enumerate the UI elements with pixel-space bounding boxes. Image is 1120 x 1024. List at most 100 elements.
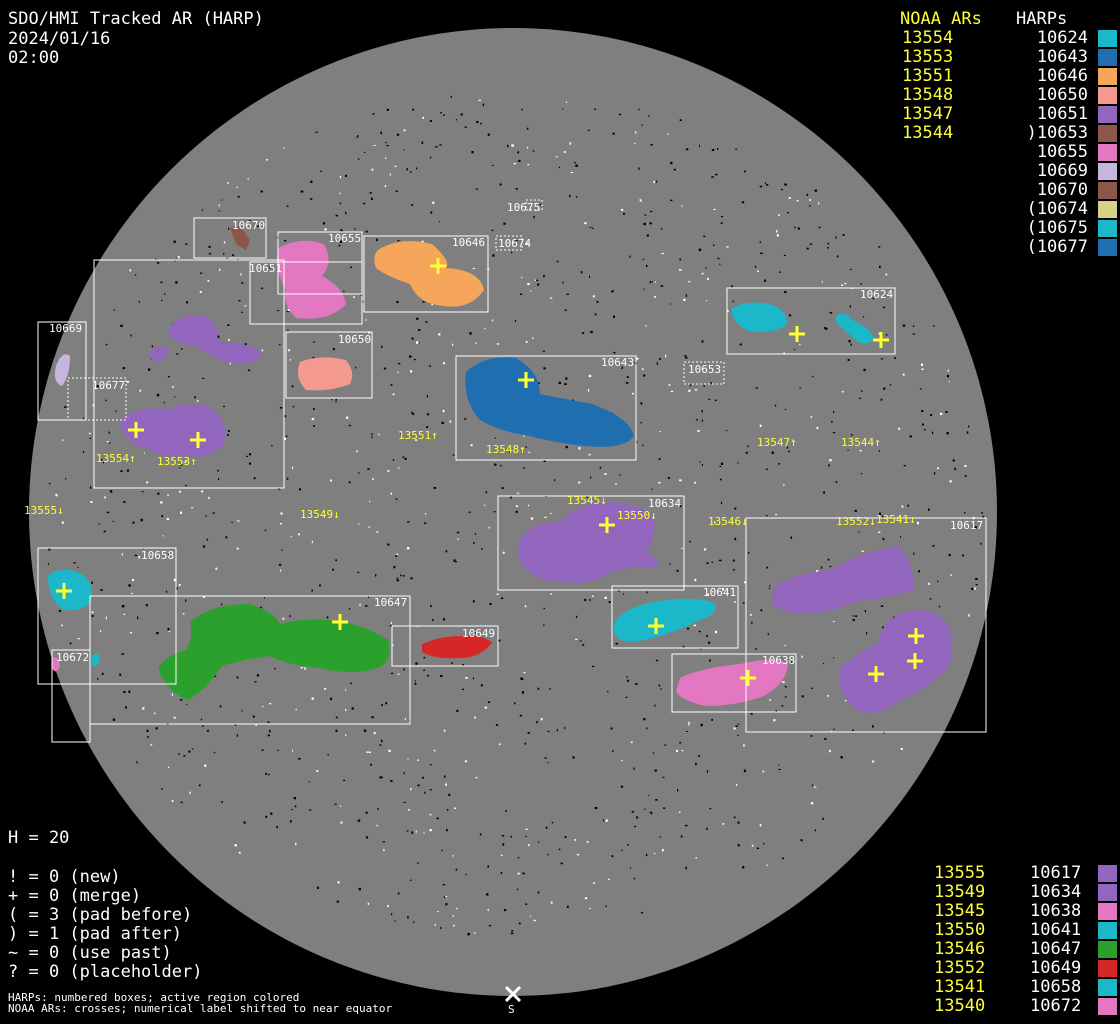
- region-10624b: [836, 313, 874, 344]
- noaa-cross: [518, 372, 534, 388]
- figure-date: 2024/01/16: [8, 29, 111, 49]
- harp-legend-item: 10646: [1036, 66, 1088, 86]
- harp-box-label: 10647: [374, 596, 407, 609]
- harp-box-label: 10672: [56, 651, 89, 664]
- harp-legend-item: 10669: [1036, 161, 1088, 181]
- bottom-harp-item: 10658: [1030, 977, 1082, 997]
- noaa-region-label: 13552↓: [836, 515, 876, 528]
- harp-color-swatch: [1098, 865, 1117, 882]
- harp-color-swatch: [1098, 960, 1117, 977]
- bottom-harp-item: 10647: [1030, 939, 1082, 959]
- harp-legend-item: )10653: [1026, 123, 1088, 143]
- noaa-cross: [190, 432, 206, 448]
- region-10641: [613, 598, 716, 642]
- harp-legend-item: (10675: [1026, 218, 1088, 238]
- noaa-legend-item: 13548: [902, 85, 954, 105]
- harp-box-10643: [455, 355, 637, 461]
- region-10651b: [149, 346, 169, 362]
- harp-legend-item: 10643: [1036, 47, 1088, 67]
- noaa-cross: [128, 422, 144, 438]
- harp-color-swatch: [1098, 884, 1117, 901]
- noaa-cross: [789, 326, 805, 342]
- harp-box-10670: [193, 217, 267, 259]
- harp-box-label: 10670: [232, 219, 265, 232]
- noaa-crosses: [56, 258, 924, 686]
- harp-legend-item: (10677: [1026, 237, 1088, 257]
- noaa-region-labels: 13551↑13548↑13547↑13544↑13554↑13553↑1355…: [24, 429, 916, 528]
- noaa-region-label: 13544↑: [841, 436, 881, 449]
- bottom-noaa-item: 13555: [934, 863, 986, 883]
- noaa-region-label: 13549↓: [300, 508, 340, 521]
- harp-color-swatch: [1098, 239, 1117, 256]
- region-10638: [676, 660, 788, 706]
- harp-color-swatch: [1098, 941, 1117, 958]
- harp-box-10677: [67, 377, 127, 421]
- harp-box-label: 10658: [141, 549, 174, 562]
- bottom-noaa-item: 13540: [934, 996, 986, 1016]
- harp-box-10650: [285, 331, 373, 399]
- noaa-region-label: 13548↑: [486, 443, 526, 456]
- harp-box-10634: [497, 495, 685, 591]
- noaa-cross: [430, 258, 446, 274]
- region-10649: [422, 635, 492, 659]
- harp-color-swatch: [1098, 144, 1117, 161]
- harp-legend-item: 10655: [1036, 142, 1088, 162]
- noaa-cross: [873, 332, 889, 348]
- harp-box-10674: [495, 235, 523, 251]
- harp-legend-item: (10674: [1026, 199, 1088, 219]
- south-pole-x-icon: [504, 985, 522, 1003]
- harp-box-label: 10651: [249, 262, 282, 275]
- harp-color-swatch: [1098, 998, 1117, 1015]
- harp-legend-item: 10670: [1036, 180, 1088, 200]
- flag-stat-line: ( = 3 (pad before): [8, 905, 193, 925]
- harp-legend-item: 10650: [1036, 85, 1088, 105]
- harp-color-swatch: [1098, 903, 1117, 920]
- noaa-cross: [908, 628, 924, 644]
- flag-stat-line: ) = 1 (pad after): [8, 924, 182, 944]
- harp-box-10672: [51, 649, 91, 743]
- harp-box-label: 10617: [950, 519, 983, 532]
- harp-legend-header: HARPs: [1016, 9, 1068, 29]
- noaa-region-label: 13554↑: [96, 452, 136, 465]
- region-10624a: [731, 302, 787, 333]
- harp-color-swatch: [1098, 87, 1117, 104]
- noaa-cross: [648, 618, 664, 634]
- harp-box-10617: [745, 517, 987, 733]
- noaa-legend-item: 13551: [902, 66, 954, 86]
- flag-stat-line: + = 0 (merge): [8, 886, 142, 906]
- noaa-cross: [332, 614, 348, 630]
- harp-box-10638: [671, 653, 797, 713]
- noaa-region-label: 13550↓: [617, 509, 657, 522]
- noaa-cross: [868, 666, 884, 682]
- noaa-region-label: 13545↓: [567, 494, 607, 507]
- flag-stat-line: ~ = 0 (use past): [8, 943, 172, 963]
- region-10647: [158, 604, 390, 700]
- harp-box-10641: [611, 585, 739, 649]
- bottom-noaa-item: 13546: [934, 939, 986, 959]
- harp-box-10651: [249, 261, 363, 325]
- harp-box-label: 10643: [601, 356, 634, 369]
- noaa-cross: [56, 583, 72, 599]
- harp-box-10658: [37, 547, 177, 685]
- harp-color-swatch: [1098, 125, 1117, 142]
- harp-box-10675: [525, 199, 543, 211]
- harp-box-10653: [93, 259, 285, 489]
- flag-stat-line: ? = 0 (placeholder): [8, 962, 203, 982]
- bottom-harp-item: 10617: [1030, 863, 1082, 883]
- noaa-region-label: 13547↑: [757, 436, 797, 449]
- region-10634: [518, 501, 658, 583]
- harp-box-10653b: [683, 361, 725, 385]
- region-10617a: [772, 546, 915, 614]
- noaa-cross: [599, 517, 615, 533]
- region-10651a: [168, 315, 262, 364]
- harp-box-label: 10649: [462, 627, 495, 640]
- harp-box-label: 10669: [49, 322, 82, 335]
- harp-box-label: 10677: [92, 379, 125, 392]
- bottom-harp-item: 10641: [1030, 920, 1082, 940]
- harp-color-swatch: [1098, 922, 1117, 939]
- harp-box-10624: [726, 287, 896, 355]
- harp-box-label: 10675: [507, 201, 540, 214]
- harp-box-label: 10638: [762, 654, 795, 667]
